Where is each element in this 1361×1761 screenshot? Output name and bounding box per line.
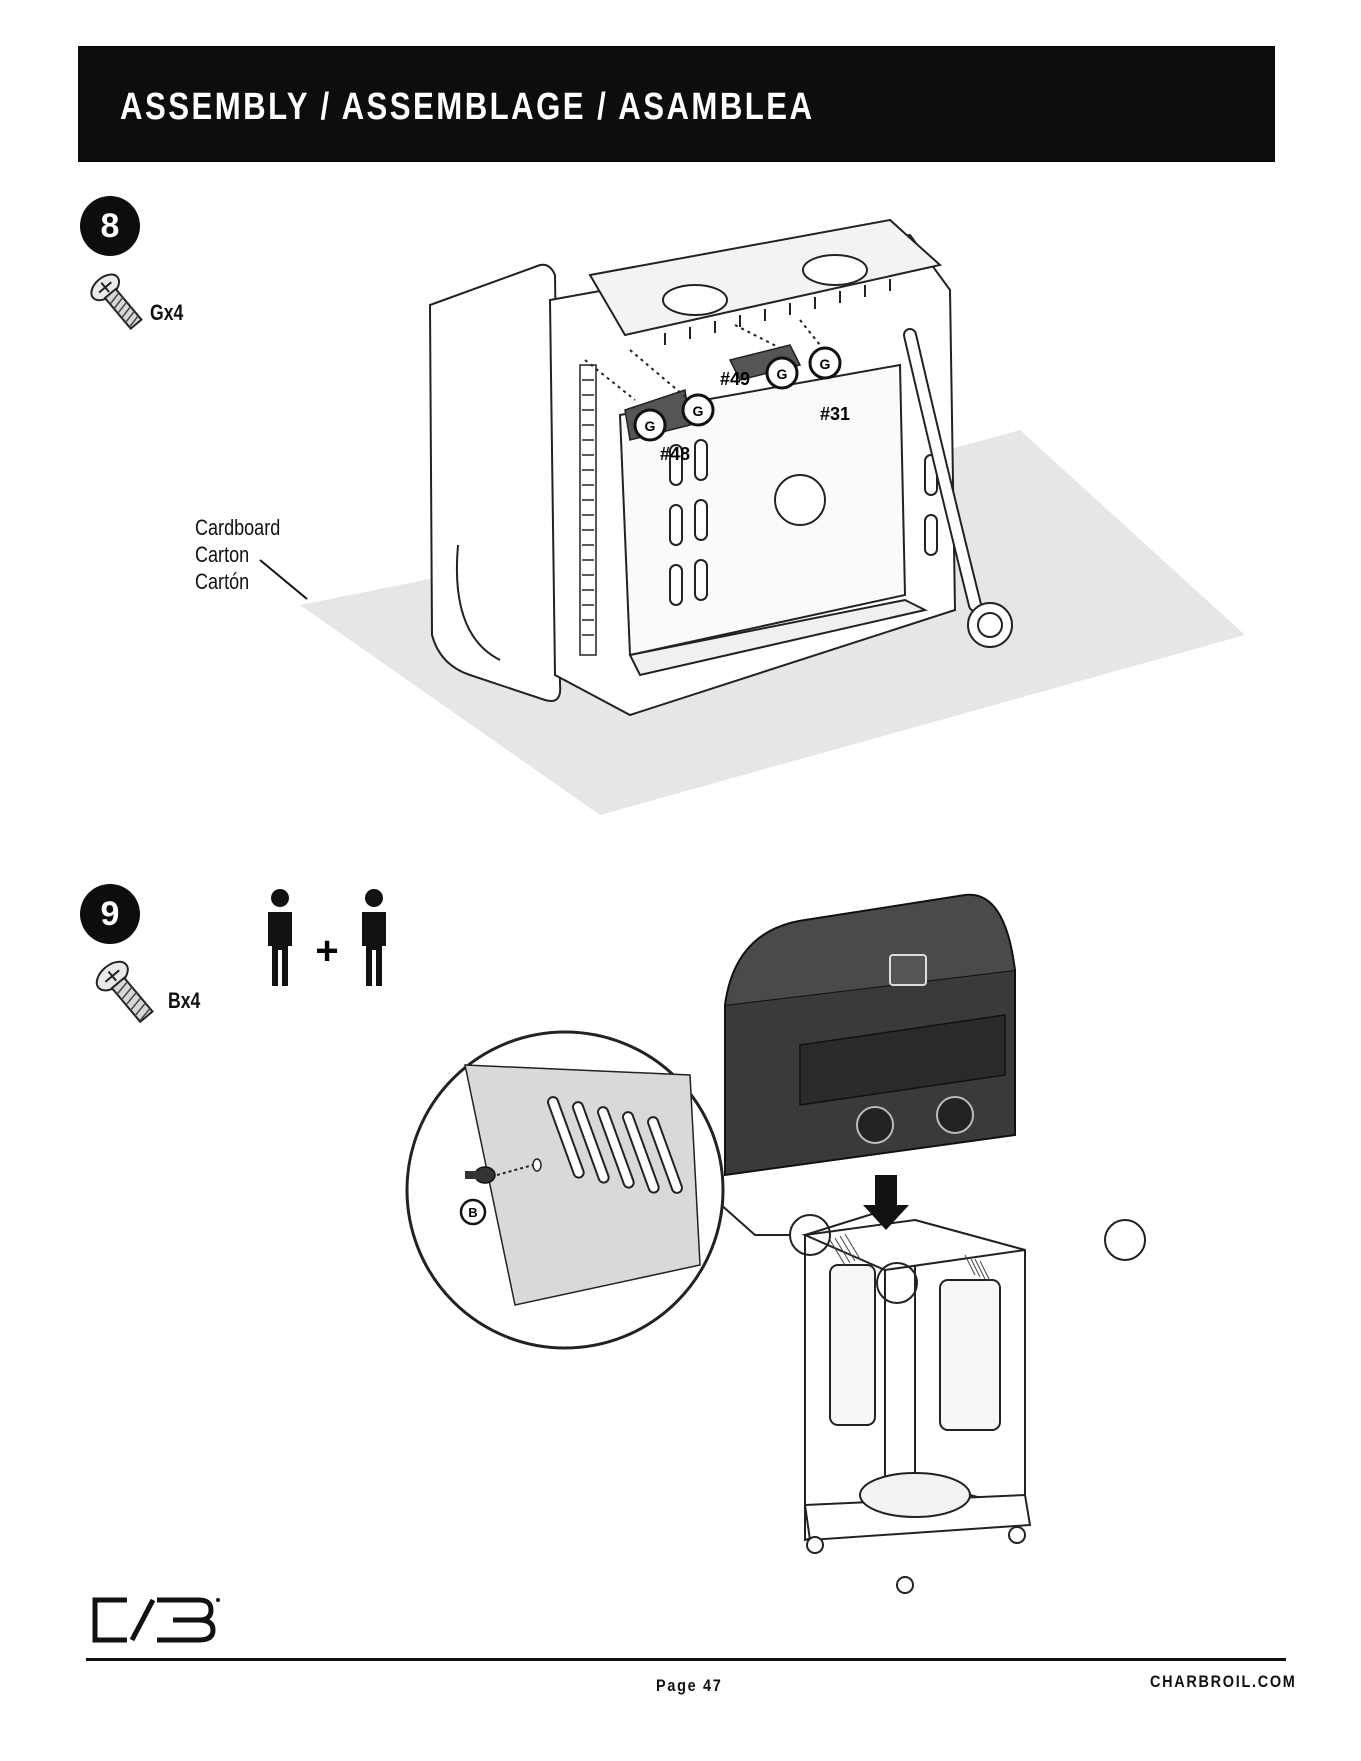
step-8-grill-upside-down-illustration: G G G G #49 #48 #31	[300, 215, 1250, 820]
part-48-label: #48	[660, 444, 690, 464]
part-49-label: #49	[720, 369, 750, 389]
svg-text:B: B	[468, 1205, 477, 1220]
svg-text:G: G	[820, 356, 831, 372]
header-bar: ASSEMBLY / ASSEMBLAGE / ASAMBLEA	[78, 46, 1275, 162]
step-9-grill-on-cart-illustration: B	[405, 875, 1165, 1620]
step-8-hardware-qty: Gx4	[150, 300, 183, 326]
page-number: Page 47	[656, 1676, 723, 1696]
part-31-label: #31	[820, 404, 850, 424]
svg-text:G: G	[645, 418, 656, 434]
step-8-badge: 8	[80, 196, 140, 256]
svg-text:G: G	[777, 366, 788, 382]
phillips-screw-icon	[82, 268, 158, 342]
step-9-badge: 9	[80, 884, 140, 944]
charbroil-logo	[87, 1594, 222, 1646]
phillips-screw-icon	[88, 955, 170, 1037]
svg-text:+: +	[315, 929, 338, 973]
two-person-lift-icon: +	[258, 888, 398, 988]
website-link[interactable]: CHARBROIL.COM	[1150, 1672, 1297, 1692]
cart	[805, 1210, 1030, 1593]
step-9-hardware-qty: Bx4	[168, 988, 200, 1014]
zoom-detail: B	[407, 1032, 723, 1348]
carton-label-en: Cardboard	[195, 514, 280, 541]
footer-divider	[86, 1658, 1286, 1661]
svg-text:G: G	[693, 403, 704, 419]
page-title: ASSEMBLY / ASSEMBLAGE / ASAMBLEA	[120, 86, 815, 129]
grill-head	[725, 895, 1015, 1175]
